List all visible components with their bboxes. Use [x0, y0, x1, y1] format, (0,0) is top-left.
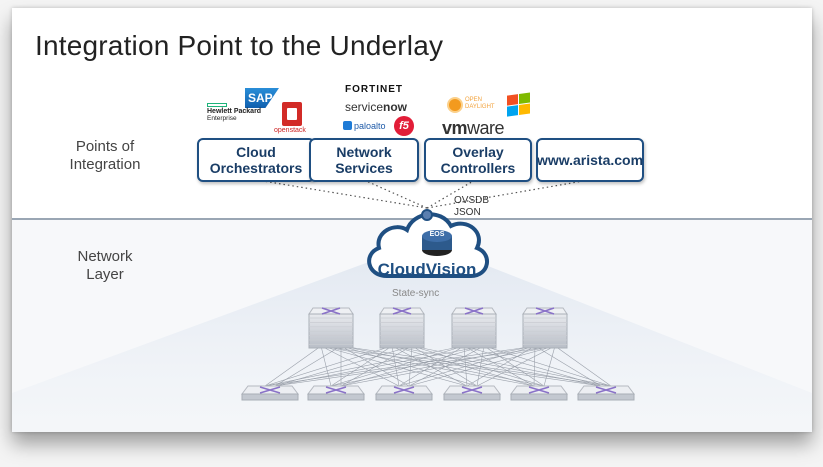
points-of-integration-line2: Integration	[69, 156, 141, 173]
overlay-controllers-box: Overlay Controllers	[424, 138, 532, 182]
leaf-switch-3	[375, 385, 433, 401]
slide: Integration Point to the Underlay Points…	[12, 8, 812, 432]
windows-icon	[507, 92, 531, 117]
spine-switch-4	[522, 307, 568, 349]
integration-links	[256, 179, 590, 209]
arista-website-label: www.arista.com	[536, 152, 644, 168]
points-of-integration-label: Points of Integration	[50, 138, 160, 174]
leaf-switch-1	[241, 385, 299, 401]
network-diagram	[12, 179, 812, 432]
eos-label: EOS	[429, 231, 445, 238]
leaf-switch-6	[577, 385, 635, 401]
fortinet-logo: FORTINET	[345, 84, 403, 95]
eos-database-icon	[422, 230, 452, 256]
cloud-orchestrators-label: Cloud Orchestrators	[209, 144, 303, 176]
network-layer-line1: Network	[77, 248, 133, 265]
leaf-switch-2	[307, 385, 365, 401]
vmware-a: vm	[442, 118, 468, 138]
hpe-mark-icon	[207, 103, 227, 107]
vmware-b: ware	[467, 118, 505, 138]
network-services-box: Network Services	[309, 138, 419, 182]
opendaylight-line2: DAYLIGHT	[465, 104, 495, 110]
fabric-links	[264, 345, 612, 387]
hpe-logo-line2: Enterprise	[207, 115, 237, 122]
servicenow-logo: servicenow	[345, 100, 407, 114]
servicenow-a: service	[345, 100, 384, 114]
hpe-logo-line1: Hewlett Packard	[207, 108, 262, 115]
paloalto-logo: paloalto	[354, 121, 386, 131]
points-of-integration-line1: Points of	[75, 138, 135, 155]
overlay-controllers-label: Overlay Controllers	[440, 144, 516, 176]
slide-title: Integration Point to the Underlay	[35, 30, 444, 61]
openstack-icon	[282, 102, 302, 126]
spine-switch-2	[379, 307, 425, 349]
arista-website-box: www.arista.com	[536, 138, 644, 182]
spine-switch-1	[308, 307, 354, 349]
layer-divider	[12, 218, 812, 220]
protocol-ovsdb: OVSDB	[454, 195, 490, 206]
cloudvision-label: CloudVision	[377, 260, 477, 279]
cloud-orchestrators-box: Cloud Orchestrators	[197, 138, 315, 182]
state-sync-label: State-sync	[392, 288, 440, 299]
paloalto-icon	[343, 121, 352, 130]
opendaylight-logo: OPEN DAYLIGHT	[465, 97, 495, 111]
network-layer-label: Network Layer	[50, 248, 160, 284]
protocol-json: JSON	[454, 207, 481, 218]
network-services-label: Network Services	[335, 144, 393, 176]
opendaylight-line1: OPEN	[465, 97, 483, 103]
network-layer-line2: Layer	[86, 266, 124, 283]
hpe-logo: Hewlett Packard Enterprise	[207, 108, 261, 122]
leaf-switch-5	[510, 385, 568, 401]
spine-switch-3	[451, 307, 497, 349]
f5-logo: f5	[394, 116, 414, 136]
opendaylight-icon	[449, 99, 461, 111]
vmware-logo: vmware	[442, 118, 505, 139]
leaf-switch-4	[443, 385, 501, 401]
protocols-label: OVSDB JSON	[454, 195, 489, 219]
servicenow-b: now	[383, 100, 408, 114]
openstack-logo: openstack	[274, 127, 306, 134]
